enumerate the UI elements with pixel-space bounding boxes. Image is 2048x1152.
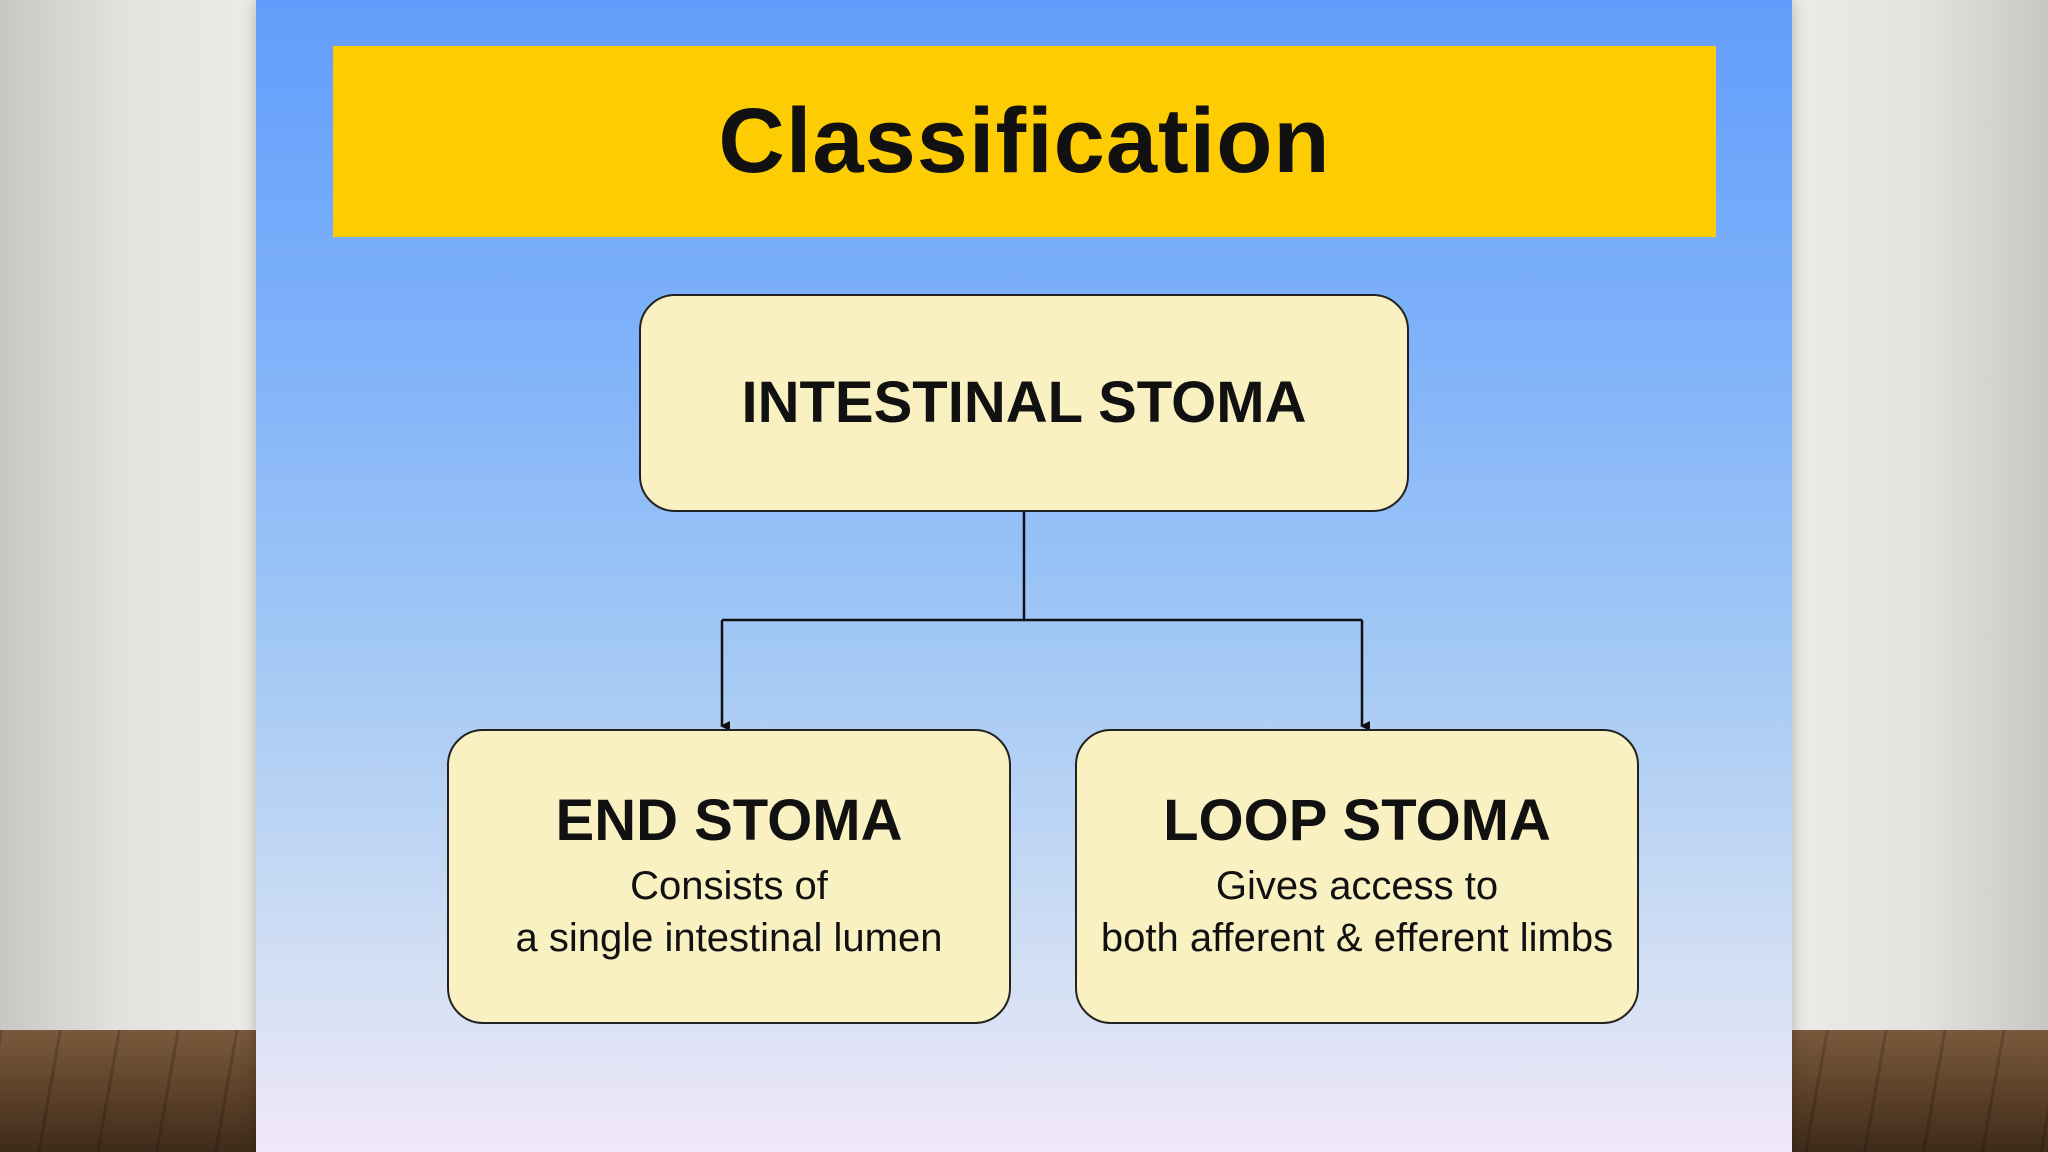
title-banner: Classification xyxy=(333,46,1716,237)
node-loop-stoma: LOOP STOMA Gives access to both afferent… xyxy=(1075,729,1639,1024)
node-intestinal-stoma-label: INTESTINAL STOMA xyxy=(741,370,1307,436)
node-end-stoma-label: END STOMA xyxy=(555,787,903,853)
node-loop-stoma-desc-line2: both afferent & efferent limbs xyxy=(1100,916,1614,961)
node-loop-stoma-label: LOOP STOMA xyxy=(1163,787,1551,853)
node-end-stoma-desc-line2: a single intestinal lumen xyxy=(515,916,943,961)
slide-title: Classification xyxy=(718,90,1331,192)
node-loop-stoma-description: Gives access to both afferent & efferent… xyxy=(1101,860,1613,964)
slide: Classification INTESTINAL STOMA END STOM… xyxy=(256,0,1792,1152)
node-end-stoma-desc-line1: Consists of xyxy=(630,864,828,909)
node-end-stoma: END STOMA Consists of a single intestina… xyxy=(447,729,1011,1024)
node-end-stoma-description: Consists of a single intestinal lumen xyxy=(516,860,943,964)
node-loop-stoma-desc-line1: Gives access to xyxy=(1215,864,1499,909)
node-intestinal-stoma: INTESTINAL STOMA xyxy=(639,294,1409,512)
